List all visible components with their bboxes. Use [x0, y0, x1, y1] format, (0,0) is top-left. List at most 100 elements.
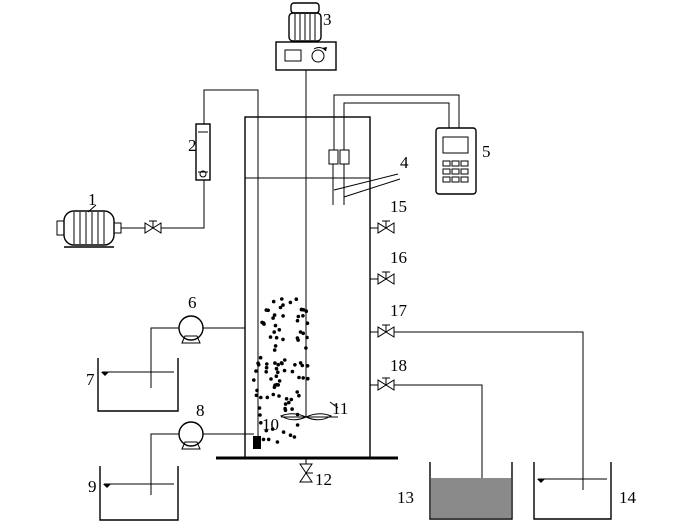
bubble: [269, 377, 273, 381]
bubble: [273, 323, 278, 328]
bubble: [290, 407, 294, 411]
sampling-valve-15: [370, 220, 395, 234]
bubble: [273, 361, 277, 365]
bubble: [282, 368, 287, 373]
bubble: [304, 346, 308, 350]
feed-line-suction: [150, 327, 179, 388]
bubble: [287, 400, 291, 405]
air-valve: [144, 220, 162, 234]
bubble: [295, 412, 300, 417]
overflow-line-to-tank-14: [394, 331, 584, 490]
bubble: [288, 433, 293, 438]
bubble: [300, 363, 305, 368]
bubble: [257, 406, 262, 410]
bubble: [292, 435, 297, 439]
label-valve-15: 15: [390, 197, 407, 216]
label-air-compressor: 1: [88, 190, 97, 209]
bubble: [256, 361, 260, 366]
bubble: [252, 378, 256, 382]
bubble: [281, 314, 285, 318]
bubble: [290, 369, 295, 374]
bubble: [296, 314, 301, 319]
feed-pump: [178, 315, 204, 344]
bubble: [295, 318, 300, 323]
bubble: [254, 393, 259, 398]
bubble: [264, 370, 269, 374]
bubble: [281, 337, 285, 342]
bubble: [272, 348, 277, 352]
collection-tank-13: [429, 462, 513, 520]
bubble: [305, 321, 310, 326]
sampling-valve-18: [370, 377, 395, 391]
label-valve-18: 18: [390, 356, 407, 375]
label-valve-16: 16: [390, 248, 407, 267]
bubble: [272, 385, 277, 390]
bubble: [268, 335, 273, 339]
bubble: [265, 395, 270, 400]
bubble: [283, 402, 288, 406]
bubble: [271, 316, 275, 320]
bubble: [298, 330, 303, 334]
label-sludge-tank: 9: [88, 477, 97, 496]
label-feed-pump: 6: [188, 293, 197, 312]
bubble: [294, 297, 299, 302]
bubble: [261, 437, 266, 442]
motor-speed-controller: [275, 41, 337, 71]
air-diffuser: [253, 436, 261, 449]
bubble: [305, 364, 310, 368]
recycle-pump: [178, 421, 204, 450]
air-line-2: [161, 180, 205, 229]
label-probes: 4: [400, 153, 409, 172]
bubble: [306, 376, 310, 381]
sludge-tank: [99, 466, 179, 521]
bubble: [279, 361, 284, 365]
bubble: [259, 395, 263, 400]
label-recycle-pump: 8: [196, 401, 205, 420]
bubble: [271, 299, 276, 304]
bubble: [277, 394, 281, 398]
bubble: [295, 390, 300, 394]
sensor-probes: [328, 149, 401, 205]
bubble: [301, 331, 306, 336]
bubble: [289, 397, 294, 402]
impeller: [279, 413, 338, 421]
bubble: [284, 397, 289, 401]
bubble: [273, 344, 278, 348]
reactor-column: [216, 116, 398, 460]
bubble: [288, 300, 293, 305]
air-compressor: [56, 210, 122, 248]
bubble: [265, 362, 269, 366]
drain-line-to-tank-13: [394, 384, 483, 490]
bubble: [281, 430, 286, 434]
label-rotameter: 2: [188, 136, 197, 155]
bubble: [278, 305, 283, 310]
dual-meter: [435, 127, 477, 195]
stirrer-motor: [288, 2, 322, 42]
bubble: [274, 374, 279, 379]
rotameter: [195, 123, 211, 181]
label-influent-tank: 7: [86, 370, 95, 389]
label-bottom-valve: 12: [315, 470, 332, 489]
bubble: [301, 314, 305, 318]
label-stirrer-motor: 3: [323, 10, 332, 29]
bubble: [283, 358, 287, 362]
bubble: [274, 366, 279, 371]
influent-tank: [97, 358, 179, 412]
label-collection-tank-13: 13: [397, 488, 414, 507]
bubble: [298, 361, 303, 365]
probe-cables: [333, 94, 460, 150]
bubble: [276, 370, 280, 375]
aeration-bubbles: [252, 297, 310, 444]
collection-tank-14: [533, 462, 612, 520]
sampling-valve-17: [370, 324, 395, 338]
bubble: [264, 428, 269, 433]
bubble: [272, 330, 277, 334]
bubble: [275, 440, 280, 444]
bubble: [280, 297, 284, 301]
bubble: [255, 388, 259, 393]
bubble: [276, 362, 281, 367]
sampling-valve-16: [370, 271, 395, 285]
bubble: [304, 309, 309, 314]
bubble: [281, 303, 285, 307]
